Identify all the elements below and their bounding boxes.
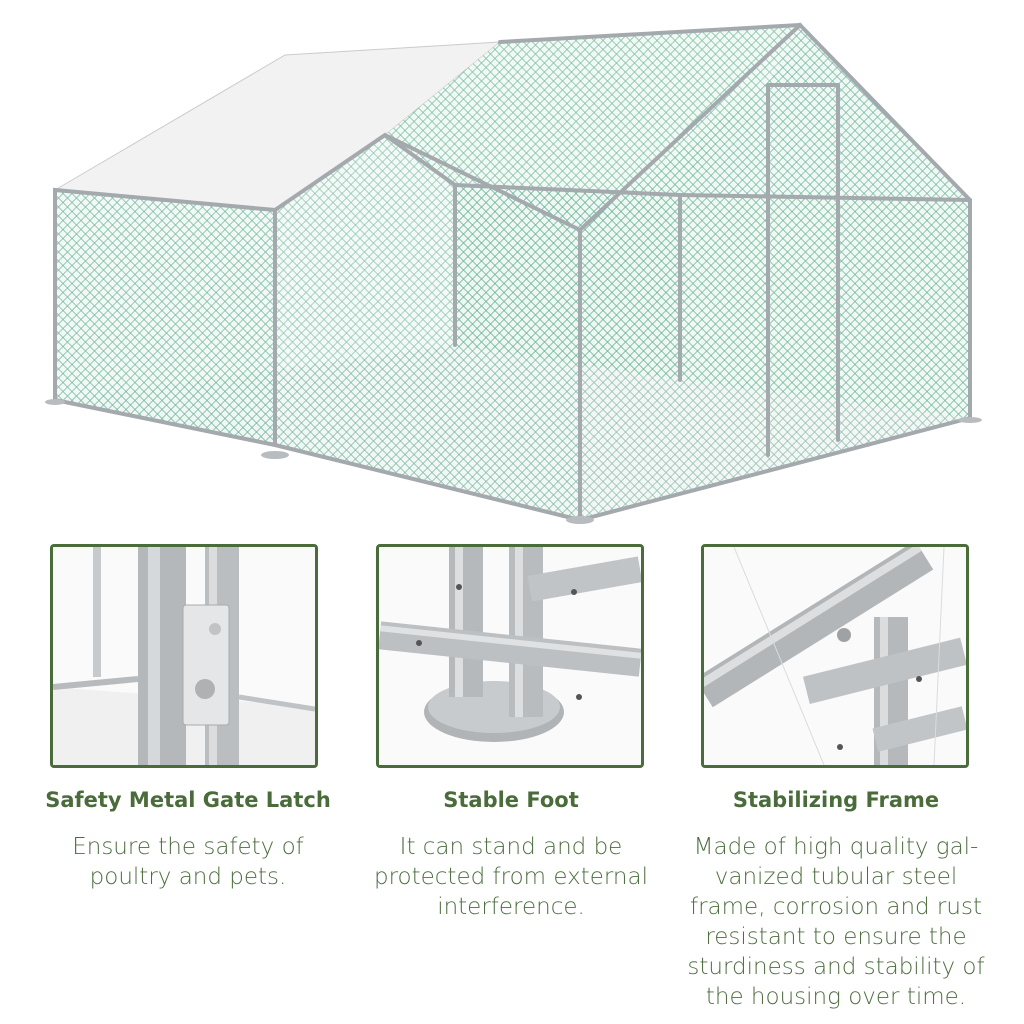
feature-description-stable-foot: It can stand and be protected from exter… [374,834,648,920]
feature-title-stable-foot: Stable Foot [443,788,579,812]
gate-latch-image [50,544,318,768]
stabilizing-frame-image [701,544,969,768]
feature-title-stabilizing-frame: Stabilizing Frame [732,788,940,812]
feature-description-gate-latch: Ensure the safety of poultry and pets. [72,834,304,890]
feature-title-gate-latch: Safety Metal Gate Latch [45,788,331,812]
stable-foot-image [376,544,644,768]
coop-product-image [45,22,982,524]
feature-description-stabilizing-frame: Made of high quality gal- vanized tubula… [687,834,985,1010]
